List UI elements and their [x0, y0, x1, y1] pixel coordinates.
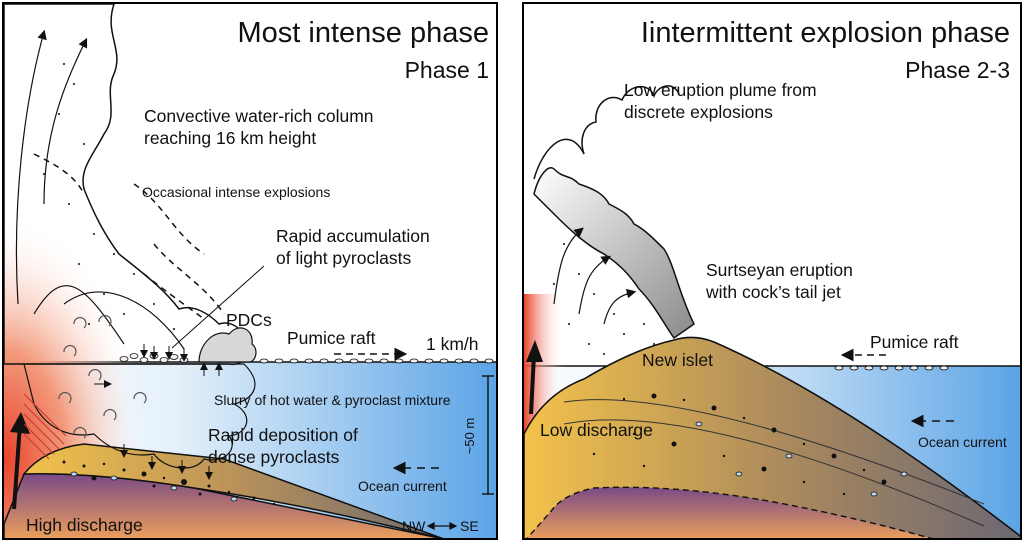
column-label-2: reaching 16 km height	[144, 128, 316, 148]
accumulation-label-1: Rapid accumulation	[276, 226, 430, 246]
cocks-tail-jet	[533, 167, 695, 340]
pumice-raft-clasts	[119, 353, 494, 364]
low-discharge-label: Low discharge	[540, 420, 653, 440]
column-label-1: Convective water-rich column	[144, 106, 374, 126]
pumice-raft-clasts	[834, 365, 949, 371]
basement	[526, 486, 933, 538]
plume-label-2: discrete explosions	[624, 102, 773, 122]
pumice-raft-label: Pumice raft	[287, 328, 376, 348]
jet-flow-arrows	[553, 227, 637, 325]
depth-label: ~50 m	[462, 418, 477, 455]
orientation-se: SE	[460, 518, 479, 534]
islet-pumice	[695, 421, 908, 497]
ocean-current-label: Ocean current	[918, 434, 1007, 450]
explosions-label: Occasional intense explosions	[142, 184, 330, 200]
column-particles	[43, 63, 175, 330]
turbulent-eddies	[58, 314, 147, 439]
pdc-label: PDCs	[226, 310, 272, 330]
plume-outline	[533, 138, 585, 180]
left-title: Most intense phase	[238, 17, 489, 49]
plume-label-1: Low eruption plume from	[624, 80, 817, 100]
right-title: Iintermittent explosion phase	[641, 17, 1010, 49]
orientation-nw: NW	[402, 518, 426, 534]
surtseyan-label-1: Surtseyan eruption	[706, 260, 853, 280]
right-subtitle: Phase 2-3	[905, 57, 1010, 83]
orientation-arrow	[426, 522, 458, 530]
high-discharge-label: High discharge	[26, 515, 143, 535]
ocean-current-label: Ocean current	[358, 478, 447, 494]
phase-2-3-diagram: Iintermittent explosion phase Phase 2-3 …	[524, 17, 1020, 538]
deposition-label-2: dense pyroclasts	[208, 447, 340, 467]
vent-arrow	[10, 412, 30, 510]
settling-arrows	[94, 344, 223, 480]
pdc-cloud	[198, 327, 257, 363]
left-subtitle: Phase 1	[405, 57, 489, 83]
vent-hatching	[23, 393, 67, 460]
raft-speed-label: 1 km/h	[426, 334, 479, 354]
deposit-pumice	[70, 471, 238, 502]
accumulation-label-2: of light pyroclasts	[276, 248, 411, 268]
column-flow-arrows	[15, 29, 185, 350]
depth-scale-bar	[482, 375, 494, 495]
vent-arrow	[526, 340, 543, 415]
phase-2-3-panel: Iintermittent explosion phase Phase 2-3 …	[522, 2, 1022, 540]
slurry-label: Slurry of hot water & pyroclast mixture	[214, 392, 451, 408]
phase-1-panel: Most intense phase Phase 1 Convective wa…	[2, 2, 498, 540]
low-eruption-plume	[581, 85, 680, 155]
surtseyan-label-2: with cock’s tail jet	[705, 282, 841, 302]
slurry-cloud	[23, 363, 256, 469]
new-islet-label: New islet	[642, 350, 713, 370]
accumulation-pointer	[171, 265, 265, 349]
explosion-dashes	[33, 153, 225, 320]
islet-clasts	[592, 393, 887, 496]
pumice-raft-label: Pumice raft	[870, 332, 959, 352]
deposition-label-1: Rapid deposition of	[208, 425, 358, 445]
phase-1-diagram: Most intense phase Phase 1 Convective wa…	[4, 4, 496, 538]
deposit-clasts	[62, 460, 276, 506]
dense-pyroclast-deposit	[22, 443, 444, 538]
jet-particles	[553, 243, 655, 355]
